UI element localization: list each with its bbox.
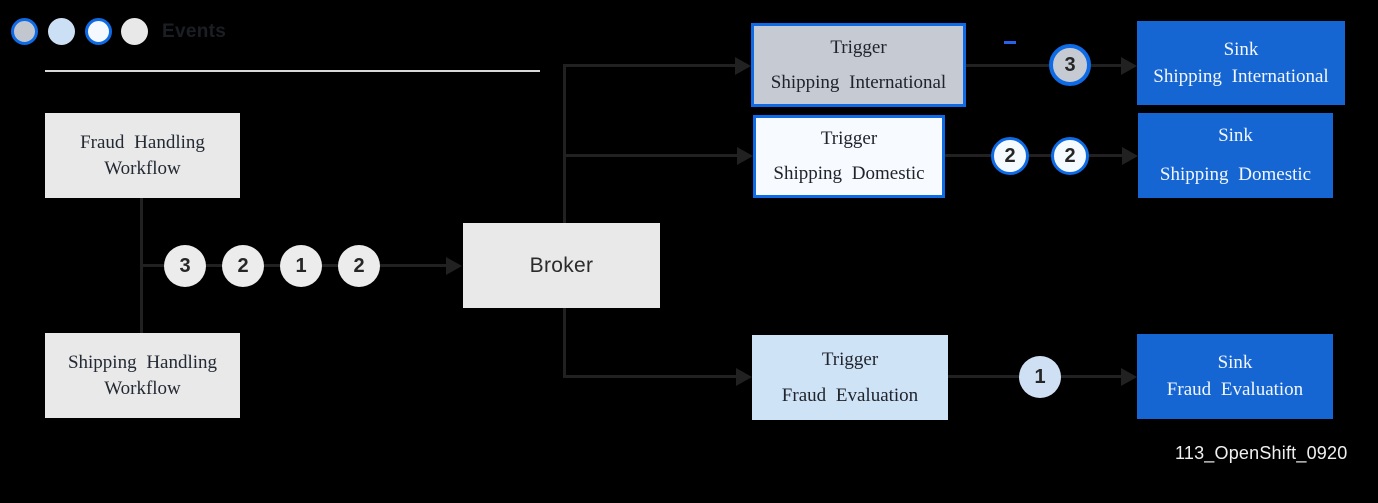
trigger-shipping-international-node: Trigger Shipping International: [751, 23, 966, 107]
sink-domestic-line1: Sink: [1218, 125, 1253, 146]
stream-event-badge: 3: [164, 245, 206, 287]
sink-international-line2: Shipping International: [1153, 65, 1329, 87]
stream-event-value: 3: [179, 254, 191, 277]
domestic-event-badge: 2: [1051, 137, 1089, 175]
fraud-handling-workflow-label: Fraud Handling Workflow: [80, 131, 205, 179]
legend-event-lightgray-icon: [121, 18, 148, 45]
sink-shipping-domestic-node: Sink Shipping Domestic: [1138, 113, 1333, 198]
trigger-international-line1: Trigger: [830, 36, 887, 58]
stream-event-value: 1: [295, 254, 307, 277]
broker-node: Broker: [463, 223, 660, 308]
sink-international-line1: Sink: [1223, 38, 1259, 60]
international-event-value: 3: [1064, 53, 1076, 76]
stream-event-badge: 1: [280, 245, 322, 287]
legend-divider: [45, 70, 540, 72]
diagram-id-label: 113_OpenShift_0920: [1175, 443, 1348, 463]
stream-event-badge: 2: [338, 245, 380, 287]
sink-international-arrowhead-icon: [1121, 57, 1137, 75]
sink-fraud-arrowhead-icon: [1121, 368, 1137, 386]
fraud-event-badge: 1: [1019, 356, 1061, 398]
trigger-fraud-arrowhead-icon: [736, 368, 752, 386]
sink-domestic-arrowhead-icon: [1122, 147, 1138, 165]
shipping-handling-workflow-label: Shipping Handling Workflow: [67, 351, 218, 399]
branch-fraud-line: [563, 375, 736, 378]
domestic-event-badge: 2: [991, 137, 1029, 175]
branch-domestic-line: [563, 154, 737, 157]
stream-event-badge: 2: [222, 245, 264, 287]
sink-shipping-international-node: Sink Shipping International: [1137, 21, 1345, 105]
legend-event-white-bordered-icon: [85, 18, 112, 45]
trigger-shipping-domestic-node: Trigger Shipping Domestic: [753, 115, 945, 198]
domestic-event-value: 2: [1004, 144, 1016, 167]
trigger-international-line2: Shipping International: [770, 71, 947, 93]
trigger-fraud-line2: Fraud Evaluation: [781, 384, 919, 406]
stream-event-value: 2: [353, 254, 365, 277]
sink-fraud-line1: Sink: [1217, 352, 1253, 373]
fraud-event-value: 1: [1034, 365, 1046, 388]
broker-arrowhead-icon: [446, 257, 462, 275]
broker-down-connector-line: [563, 308, 566, 378]
legend-event-lightblue-icon: [48, 18, 75, 45]
international-event-dash: [1004, 41, 1016, 44]
stream-event-value: 2: [237, 254, 249, 277]
legend-event-gray-bordered-icon: [11, 18, 38, 45]
trigger-domestic-arrowhead-icon: [737, 147, 753, 165]
sink-domestic-line2: Shipping Domestic: [1159, 164, 1312, 185]
trigger-international-arrowhead-icon: [735, 57, 751, 75]
domestic-to-sink-line: [945, 154, 1122, 157]
international-event-badge: 3: [1049, 44, 1091, 86]
sink-fraud-evaluation-node: Sink Fraud Evaluation: [1137, 334, 1333, 419]
broker-up-connector-line: [563, 64, 566, 223]
branch-international-line: [563, 64, 735, 67]
trigger-fraud-evaluation-node: Trigger Fraud Evaluation: [752, 335, 948, 420]
fraud-handling-workflow-node: Fraud Handling Workflow: [45, 113, 240, 198]
legend-title: Events: [162, 21, 227, 42]
domestic-event-value: 2: [1064, 144, 1076, 167]
shipping-handling-workflow-node: Shipping Handling Workflow: [45, 333, 240, 418]
international-to-sink-line: [966, 64, 1122, 67]
trigger-domestic-line1: Trigger: [820, 128, 878, 149]
sink-fraud-line2: Fraud Evaluation: [1166, 379, 1304, 400]
broker-label: Broker: [529, 253, 594, 277]
trigger-domestic-line2: Shipping Domestic: [773, 163, 925, 184]
trigger-fraud-line1: Trigger: [821, 348, 879, 370]
